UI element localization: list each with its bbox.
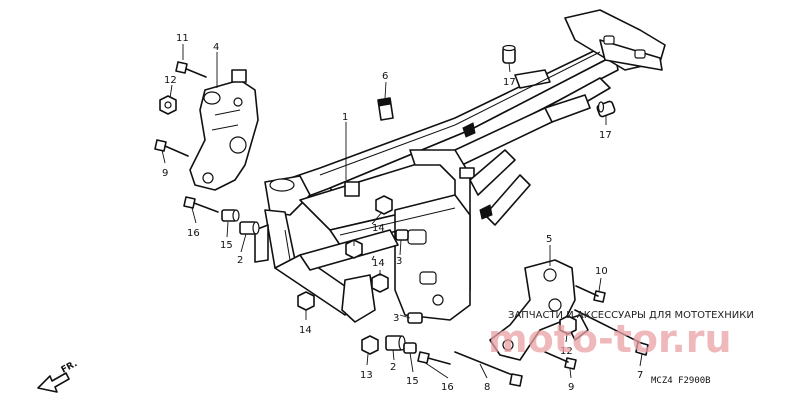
callout-14-right: 14 [372,258,385,269]
bolt-7 [574,309,649,356]
collar-2-left [239,221,260,235]
spacer-15-lower [403,342,417,354]
front-label: FR. [60,359,79,376]
leader-lines [161,44,643,379]
bolt-10 [575,285,606,303]
callout-2-left: 2 [237,255,243,266]
callout-11: 11 [176,33,189,44]
callout-10: 10 [595,266,608,277]
callout-15-lower: 15 [406,376,419,387]
watermark: ЗАПЧАСТИ И АКСЕССУАРЫ ДЛЯ МОТОТЕХНИКИ mo… [488,310,754,361]
callout-15-left: 15 [220,240,233,251]
collar-3-lower [407,312,423,324]
nut-14-mid [375,195,393,215]
front-arrow-icon [37,372,70,393]
callout-16-lower: 16 [441,382,454,393]
callout-13: 13 [360,370,373,381]
callout-3-upper: 3 [396,256,402,267]
part-17-collars [502,44,616,118]
callout-7: 7 [637,370,643,381]
callout-12-upper: 12 [164,75,177,86]
frame-body [254,9,666,323]
bolt-16-lower [417,351,451,365]
callout-1: 1 [342,112,348,123]
collar-3-upper [395,229,409,241]
callout-14-mid: 14 [372,223,385,234]
callout-9-right: 9 [568,382,574,393]
part-4-engine-hanger [189,69,259,191]
watermark-tagline: ЗАПЧАСТИ И АКСЕССУАРЫ ДЛЯ МОТОТЕХНИКИ [508,310,754,321]
bolt-16-left [183,196,219,213]
callout-16-left: 16 [187,228,200,239]
callout-5: 5 [546,234,552,245]
spacer-15-left [221,209,240,222]
callout-2-lower: 2 [390,362,396,373]
callout-12-lower: 12 [560,346,573,357]
callout-17-right: 17 [599,130,612,141]
nut-12-upper [159,95,177,115]
diagram-code: MCZ4 F2900B [651,376,711,386]
callout-14-left: 14 [299,325,312,336]
bolt-9-left [154,139,189,157]
callout-17-upper: 17 [503,77,516,88]
front-direction-marker: FR. [37,359,79,393]
nut-14-left [297,291,315,311]
callout-8: 8 [484,382,490,393]
nut-13 [361,335,379,355]
bolt-11 [175,61,207,78]
callout-6: 6 [382,71,388,82]
watermark-logo: moto-tor.ru [488,317,732,361]
collar-2-lower [385,335,406,351]
callout-9-left: 9 [162,168,168,179]
callout-4: 4 [213,42,219,53]
callout-numbers: 1 2 2 3 3 4 5 6 7 8 9 9 10 11 12 12 13 1… [162,33,643,393]
bolt-9-right [544,351,577,370]
bolt-8-long [454,351,523,387]
part-6-block [377,97,394,121]
nut-12-lower [559,315,577,335]
nut-14-right [345,239,389,293]
callout-3-lower: 3 [393,313,399,324]
